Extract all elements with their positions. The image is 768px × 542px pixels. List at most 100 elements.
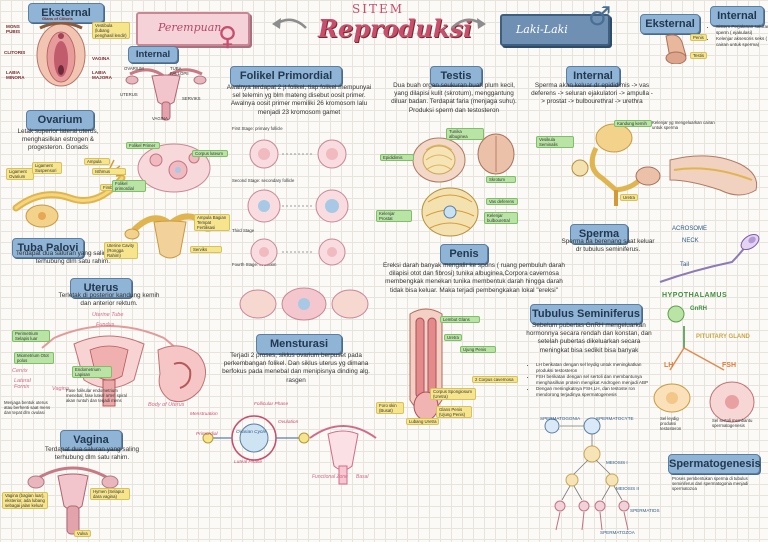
testis-section-illustration: [421, 187, 479, 237]
label-prostat: Kelenjar Prostat: [376, 210, 412, 222]
label-vas: Vas deferens: [486, 198, 518, 205]
note-miometrium-2: Miometrium Otot polos: [14, 352, 54, 364]
tubulus-text: Sebelum pubertas GnRH mengeluarkan hormo…: [526, 322, 652, 354]
cycle-ovarian: Ovarian Cycle: [236, 430, 267, 435]
primordial-title: Folikel Primordial: [230, 66, 342, 86]
male-symbol-icon: ♂: [588, 2, 612, 32]
cycle-follicular: Follicular Phase: [254, 402, 289, 407]
label-vagina: VAGINA: [92, 56, 110, 61]
note-fsh: Sel sertoli membantu spermatogenesis: [712, 418, 753, 429]
female-eksternal-title: Eksternal: [28, 3, 104, 23]
male-internal-top-item: Sistem Perjalanan saluran sperm ( ejakul…: [716, 24, 768, 35]
male-eksternal-title: Eksternal: [640, 14, 700, 34]
male-external-illustration: [665, 34, 687, 64]
pituitary-label: PITUITARY GLAND: [696, 334, 750, 340]
note-menjaga: Menjaga bentuk uterus atau berhenti saat…: [4, 400, 51, 416]
testis-text: Dua buah organ seukuran buah plum kecil,…: [391, 82, 517, 114]
layer-fundus: Fundus: [96, 322, 115, 328]
tubulus-item: Dengan meningkatnya FSH,LH, dan testoste…: [536, 386, 654, 397]
note-hymen: Hymen (Selaput dara vagina): [90, 488, 130, 500]
female-internal-title: Internal: [128, 46, 178, 63]
header-laki-banner: Laki-Laki: [500, 14, 610, 46]
label-vesikula: Vesikula Seminalis: [536, 136, 574, 148]
hypothalamus-label: HYPOTHALAMUS: [662, 292, 728, 299]
sg-spermatogonia: SPERMATOGONIA: [540, 416, 581, 421]
note-endometrium: Ampula Bagian Tempat Fertilisasi: [194, 214, 230, 231]
note-serviks: Serviks: [190, 246, 222, 253]
sg-spermatocyte: SPERMATOCYTE: [596, 416, 634, 421]
note-corpus: Corpus luteum: [192, 150, 228, 157]
label-glans: Glans of Clitoris: [42, 16, 73, 21]
label-lembut: Lembut Glans: [440, 316, 480, 323]
sg-note: Proses pembentukan sperma di tubulus sem…: [672, 476, 749, 492]
label-fora: Foro skin (Busat): [376, 402, 404, 414]
menstruasi-title: Mensturasi: [256, 334, 342, 354]
cycle-menstruation: Menstruation: [190, 412, 218, 417]
fsh-label: FSH: [722, 362, 736, 369]
gnrh-label: GnRH: [690, 306, 707, 312]
internal-label-ovarium: OVARIUM: [124, 66, 144, 71]
sperm-acrosome: ACROSOME: [672, 226, 708, 232]
note-vulva: Vulva: [74, 530, 91, 537]
note-korteks: Folikel primordial: [112, 180, 146, 192]
note-folikel: Folikel Primer: [126, 142, 160, 149]
stage-second: Second Stage: secondary follicle: [232, 178, 295, 183]
male-internal-top-title: Internal: [710, 6, 764, 26]
layer-cervix: Cervix: [12, 368, 28, 374]
internal-label-tuba: TUBA FALLOPII: [170, 66, 189, 76]
title-top: SITEM: [352, 2, 405, 16]
sperm-tail: Tail: [680, 262, 690, 268]
vagina-title: Vagina: [60, 430, 122, 450]
male-internal-top-item: Kelenjar aksesoris seks ( cairan untuk s…: [716, 36, 768, 47]
vagina-text: Terdapat dua saluran yang saling terhubu…: [44, 446, 140, 462]
spermatogenesis-diagram: [544, 417, 630, 531]
sg-spermatids: SPERMATIDS: [630, 508, 660, 513]
title-main: Reproduksi: [318, 14, 473, 43]
note-ligament: Ligament Ovarium: [6, 168, 34, 180]
sg-meiosis-2: MEIOSIS II: [616, 486, 639, 491]
label-lubang: Lubang Uretra: [406, 418, 440, 425]
spermatogenesis-title: Spermatogenesis: [668, 454, 761, 474]
label-skrotum: Skrotum: [486, 176, 516, 183]
label-corpus-spon: Corpus Spongiosum (Uretra): [430, 388, 476, 400]
cycle-primordial: Primordial: [196, 432, 218, 437]
tuba-title: Tuba Palovi: [12, 238, 84, 258]
label-glans: Glans Penis (Ujung Penis): [436, 406, 472, 418]
follicle-stages-illustration: [247, 139, 349, 266]
layer-vagina: Vagina: [52, 386, 69, 392]
testis-illustration: [412, 137, 466, 183]
sperma-title: Sperma: [570, 224, 628, 244]
label-bulbo: Kelenjar bulbouretral: [484, 212, 518, 224]
testis-title: Testis: [430, 66, 482, 86]
layer-body: Body of Uterus: [148, 402, 185, 408]
arrow-left-icon: [272, 18, 307, 29]
scrotum-illustration: [477, 133, 515, 175]
note-uterus-wall: Uterine Cavity (Rongga Rahim): [104, 242, 138, 259]
menstruasi-text: Terjadi 2 proses, siklus ovarium berpuse…: [222, 352, 370, 384]
layer-uterine-tube: Uterine Tube: [92, 312, 124, 318]
penis-title: Penis: [440, 244, 488, 264]
vulva-illustration: [36, 22, 86, 87]
primordial-text: Awalnya terdapat 2 jt folikel, tiap foli…: [226, 84, 372, 116]
uterus-bottom-label: Functional Zone: [312, 474, 348, 480]
label-uretra-int: Uretra: [620, 194, 638, 201]
male-internal-title: Internal: [566, 66, 620, 86]
tubulus-item: LH berikatan dengan sel leydig untuk men…: [536, 362, 654, 373]
sperm-neck: NECK: [682, 238, 699, 244]
note-endometrium-2: Endometrium Lapisan: [72, 366, 112, 378]
label-mons: MONS PUBIS: [6, 24, 21, 34]
ovarium-text: Letak superior lateral uterus, menghasil…: [17, 128, 99, 152]
header-perempuan-banner: Perempuan: [136, 12, 250, 46]
perempuan-label: Perempuan: [158, 21, 222, 34]
uterus-bottom-illustration: [309, 425, 377, 485]
internal-label-uterus: UTERUS: [120, 92, 138, 97]
stage-third: Third Stage: [232, 228, 255, 233]
ovarian-cycle-illustration: [239, 287, 369, 321]
sperm-illustration: [659, 233, 760, 283]
menstrual-cycle-diagram: [202, 415, 310, 461]
note-fase: Fase folikular endometrium menebal, fase…: [66, 388, 127, 404]
uterus-tube-illustration: [124, 213, 216, 259]
label-kandung: Kandung kemih: [614, 120, 652, 127]
label-labia-minora: LABIA MINORA: [6, 70, 25, 80]
note-lh: Sel leydig produksi testosteron: [660, 416, 682, 432]
